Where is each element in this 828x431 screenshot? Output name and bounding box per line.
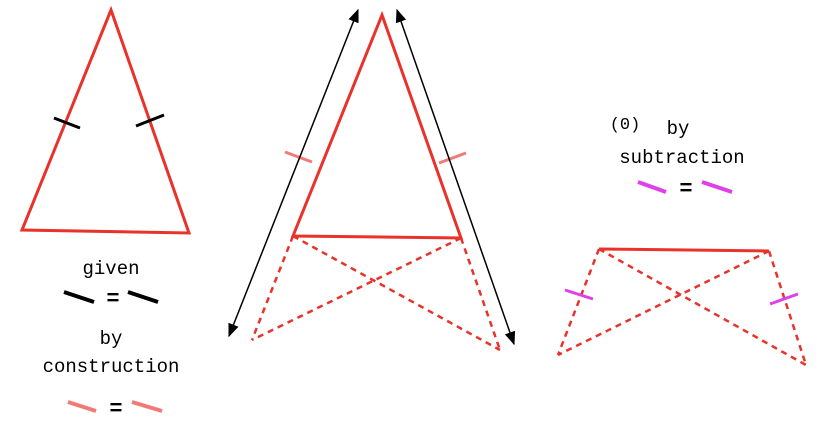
subtraction-tick-right (769, 292, 799, 306)
subtraction-label: subtraction (619, 147, 744, 169)
construction-dashed-left-extension (250, 235, 295, 341)
subtraction-legend-tick-right (701, 180, 733, 194)
given-triangle (19, 5, 192, 235)
right-double-arrow (395, 8, 516, 346)
subtraction-dashed-left-side (556, 248, 601, 356)
step-zero-label: (0) (610, 116, 641, 135)
construction-equals: = (109, 397, 122, 422)
construction-tick-right (438, 151, 467, 165)
given-tick-left (53, 116, 81, 130)
by-label-right: by (667, 118, 690, 140)
subtraction-dashed-cross-b (557, 249, 770, 357)
construction-legend-tick-right (131, 400, 163, 413)
construction-label: construction (43, 356, 180, 378)
given-equals: = (106, 287, 119, 312)
construction-dashed-cross-b (251, 236, 462, 342)
given-tick-right (135, 113, 165, 128)
subtraction-legend: (0) by subtraction = (610, 116, 745, 202)
subtraction-equals: = (679, 177, 692, 202)
given-label: given (82, 258, 139, 280)
construction-legend-tick-left (67, 400, 97, 413)
subtraction-legend-tick-left (637, 180, 667, 194)
subtraction-figure (556, 247, 808, 367)
subtraction-solid-base (598, 247, 770, 253)
by-label: by (100, 328, 123, 350)
given-legend-tick-left (63, 290, 95, 304)
subtraction-tick-left (564, 288, 594, 301)
construction-triangle-outline (290, 10, 464, 240)
given-triangle-outline (19, 5, 192, 235)
construction-figure (228, 8, 516, 352)
construction-dashed-cross-a (292, 234, 501, 352)
subtraction-dashed-right-side (767, 250, 808, 366)
left-double-arrow (228, 8, 359, 338)
given-legend: given = by construction = (43, 258, 180, 422)
given-legend-tick-right (127, 290, 159, 304)
construction-dashed-right-extension (459, 237, 502, 351)
